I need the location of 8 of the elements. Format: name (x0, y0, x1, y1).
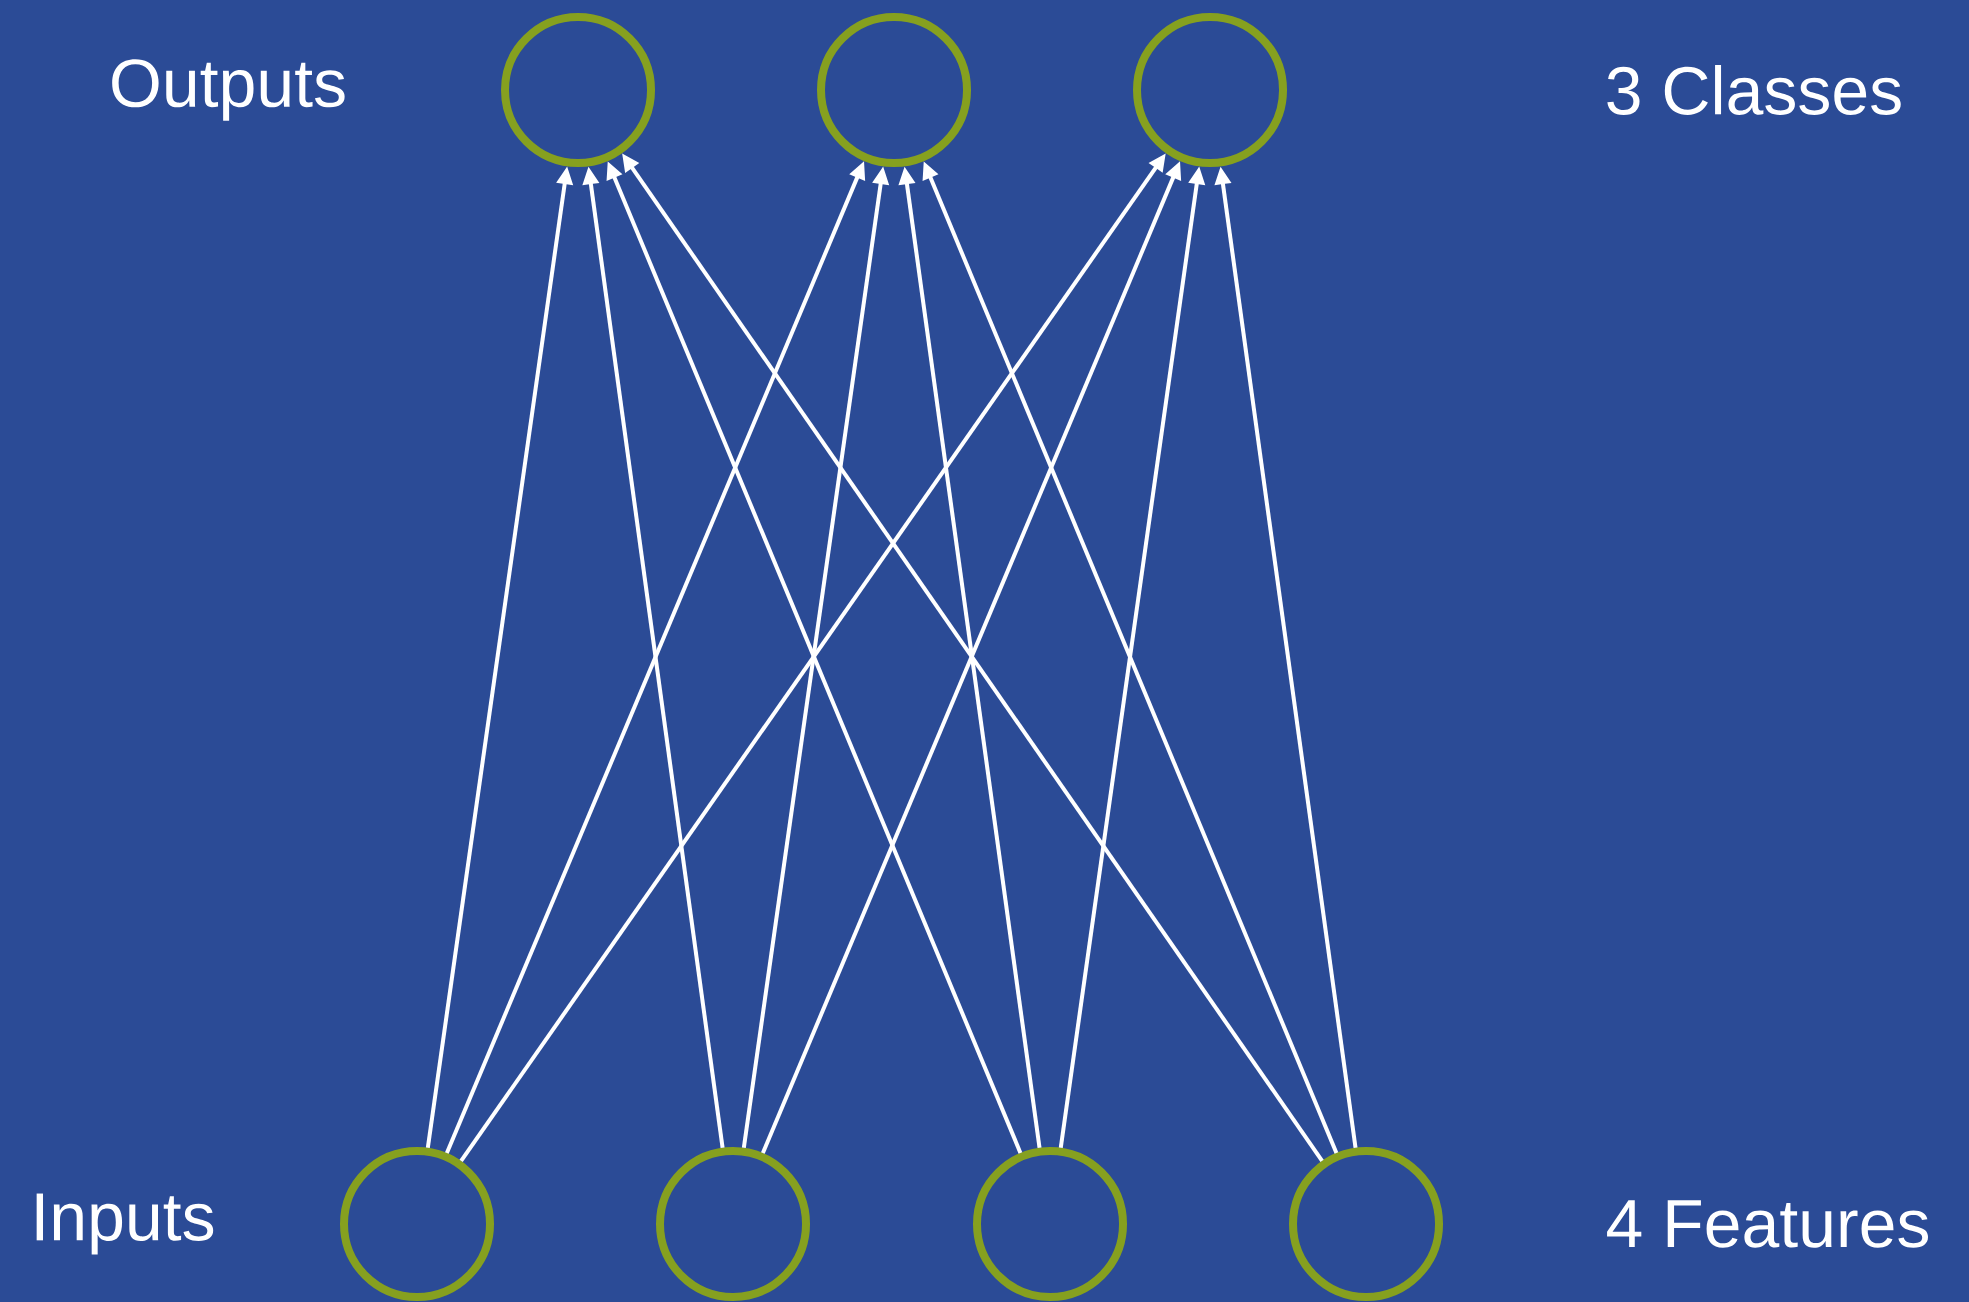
neuron-circle (817, 13, 971, 167)
neuron-circle (1289, 1147, 1443, 1301)
neuron-circle (656, 1147, 810, 1301)
neuron-circle (1133, 13, 1287, 167)
layer-label: 3 Classes (1607, 65, 1901, 115)
neuron-circle (340, 1147, 494, 1301)
neuron-circle (973, 1147, 1127, 1301)
neuron-circle (501, 13, 655, 167)
